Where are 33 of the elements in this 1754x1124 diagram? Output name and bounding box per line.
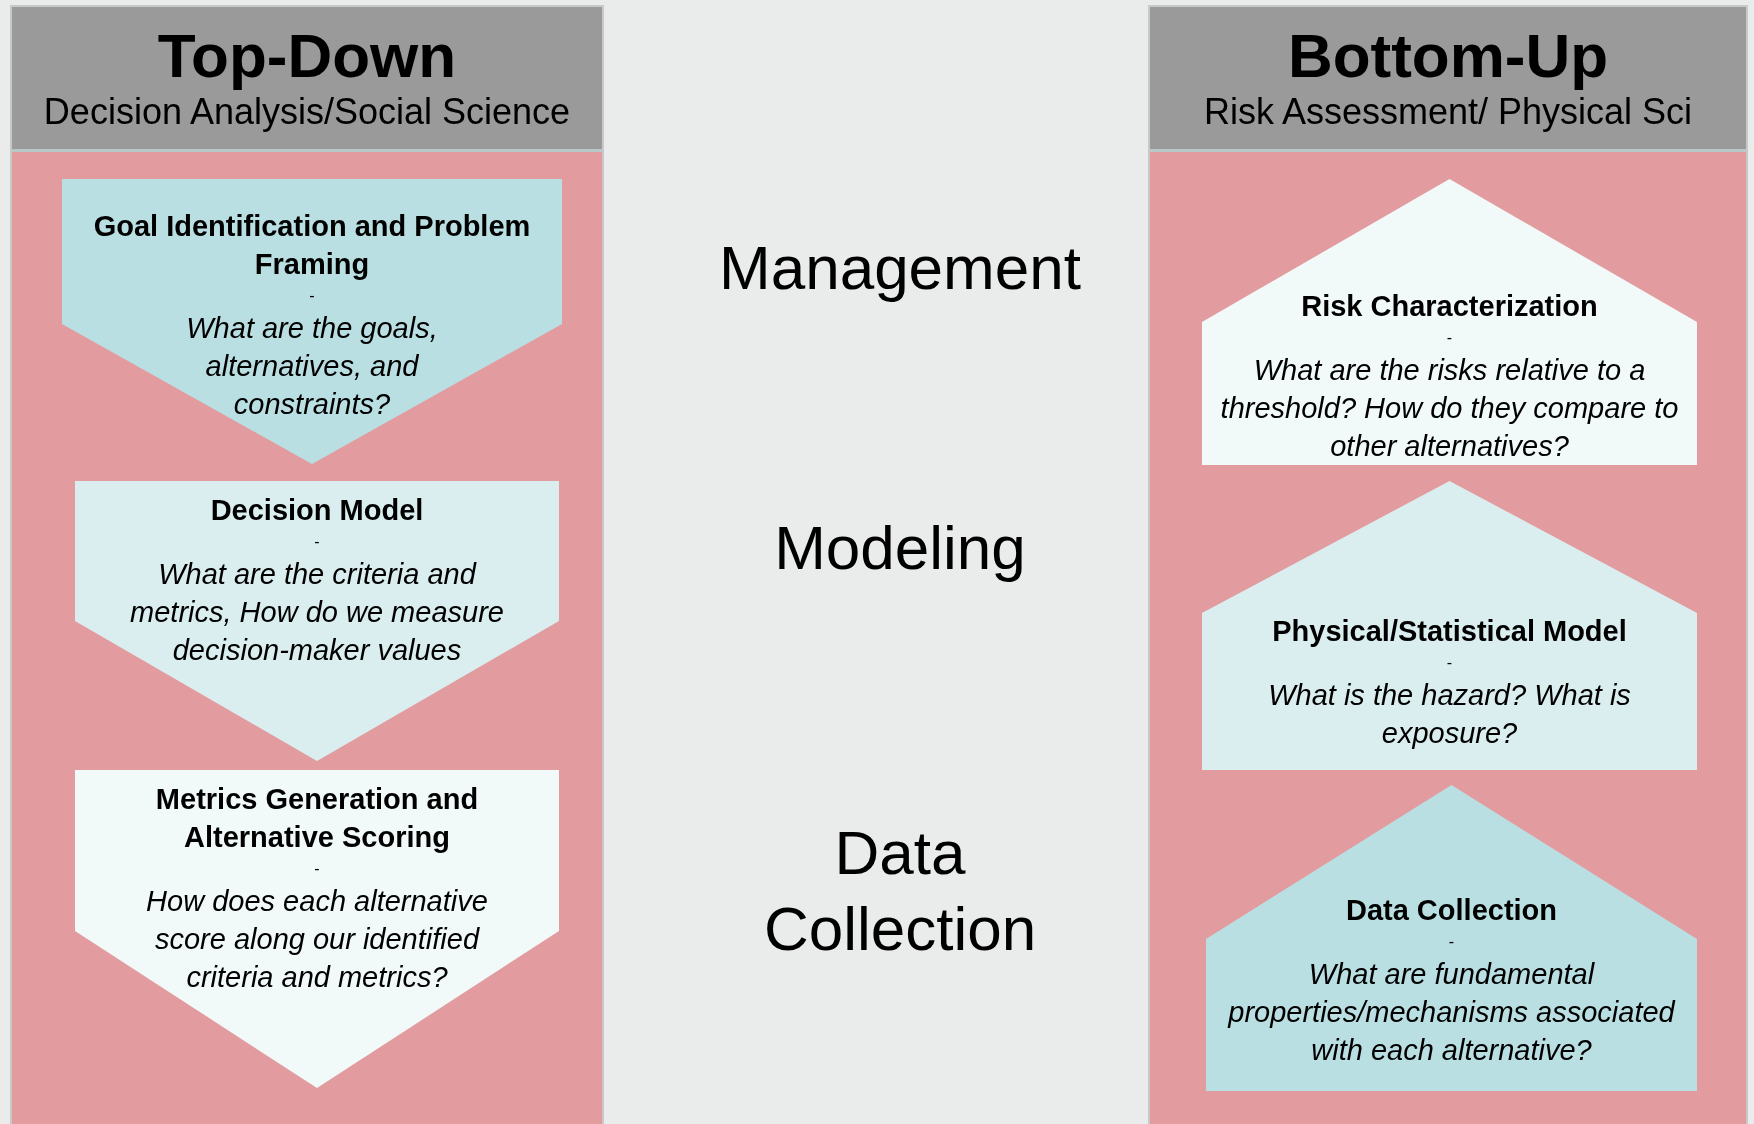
- box-question: What are the risks relative to a threshold? How do they compare to other alternatives?: [1219, 353, 1680, 464]
- panel-subtitle: Decision Analysis/Social Science: [43, 90, 571, 134]
- separator-dash: -: [1446, 328, 1453, 348]
- separator-dash: -: [309, 286, 315, 306]
- panel-title: Bottom-Up: [1287, 22, 1609, 90]
- box-heading: Goal Identification and Problem Framing: [92, 209, 532, 282]
- box-heading: Physical/Statistical Model: [1272, 614, 1627, 649]
- panel-subtitle: Risk Assessment/ Physical Sci: [1203, 90, 1693, 134]
- up-pentagon-box: [1206, 785, 1697, 1091]
- box-heading: Risk Characterization: [1301, 289, 1598, 324]
- up-pentagon-box: [1202, 179, 1697, 465]
- box-heading: Data Collection: [1345, 893, 1558, 928]
- box-question: What are the criteria and metrics, How do we measure decision-maker values: [129, 557, 505, 668]
- box-question: What is the hazard? What is exposure?: [1267, 678, 1632, 751]
- box-question: What are fundamental properties/mechanisms associated with each alternative?: [1226, 957, 1677, 1068]
- down-chevron-box: [75, 481, 559, 761]
- column-panel: [1148, 5, 1748, 1124]
- panel-title: Top-Down: [157, 22, 457, 90]
- level-label: Modeling: [773, 512, 1027, 584]
- box-question: How does each alternative score along our identified criteria and metrics?: [145, 884, 489, 995]
- box-heading: Metrics Generation and Alternative Scoring: [154, 782, 480, 855]
- separator-dash: -: [1446, 653, 1453, 673]
- separator-dash: -: [314, 532, 320, 552]
- level-label: Management: [718, 232, 1082, 304]
- box-heading: Decision Model: [210, 493, 424, 528]
- column-panel: [10, 5, 604, 1124]
- down-chevron-box: [75, 770, 559, 1088]
- separator-dash: -: [1448, 932, 1455, 952]
- level-label: Data Collection: [762, 817, 1038, 965]
- down-chevron-box: [62, 179, 562, 464]
- separator-dash: -: [314, 859, 320, 879]
- up-pentagon-box: [1202, 481, 1697, 770]
- box-question: What are the goals, alternatives, and constraints?: [185, 311, 439, 422]
